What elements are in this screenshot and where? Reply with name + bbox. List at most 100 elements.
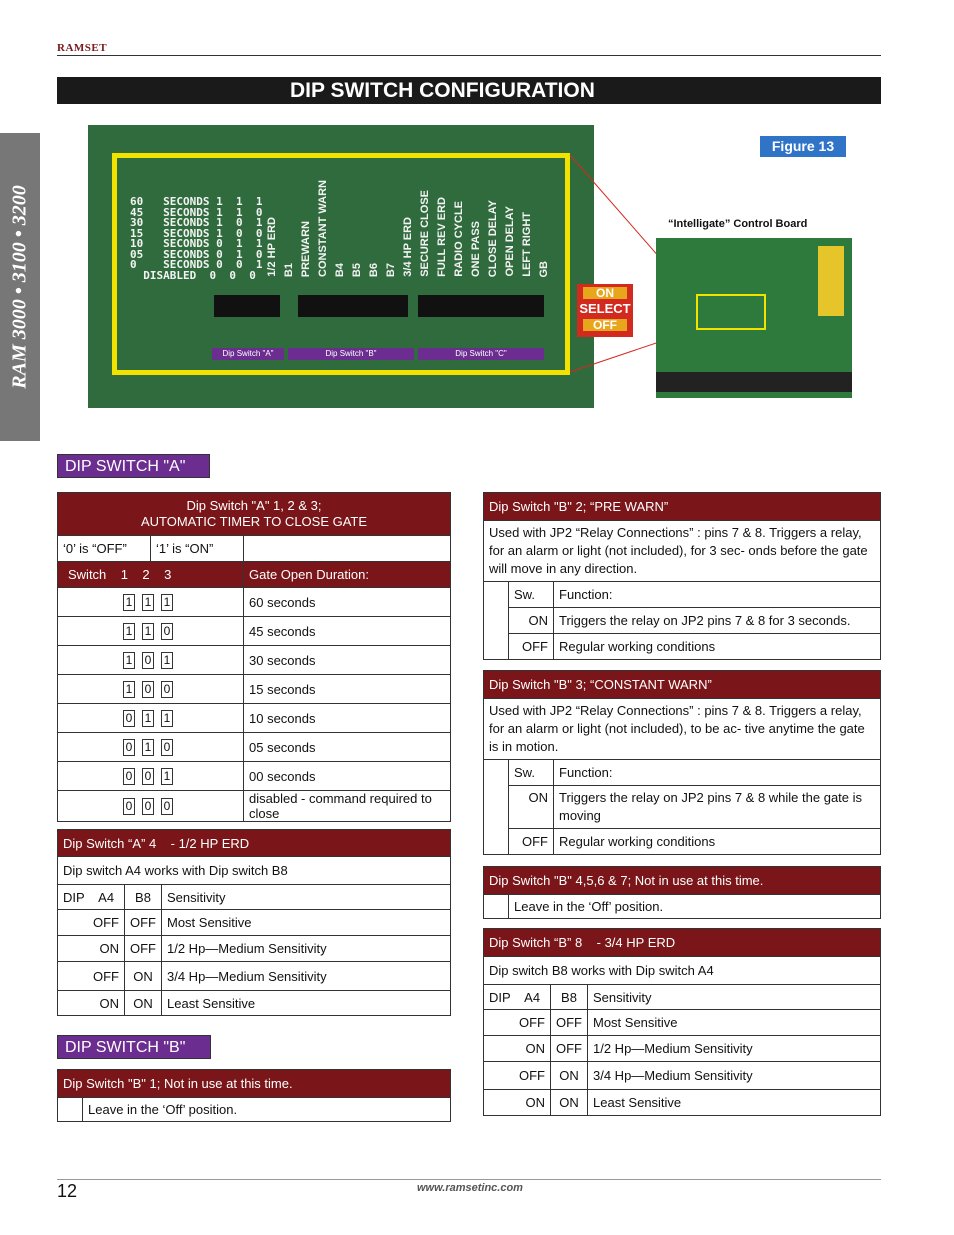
switch-bit-box: 1 [123, 622, 135, 640]
erd-a-note: Dip switch A4 works with Dip switch B8 [57, 856, 451, 885]
duration-cell: 00 seconds [243, 761, 451, 791]
footer-url: www.ramsetinc.com [417, 1182, 523, 1194]
dip-switch-a-block [214, 295, 280, 317]
sensitivity-cell-s: 3/4 Hp—Medium Sensitivity [161, 961, 451, 991]
footer-rule [57, 1179, 881, 1180]
b8-col-sens: Sensitivity [587, 984, 881, 1010]
board-label-c: Dip Switch "C" [418, 348, 544, 360]
duration-cell: 05 seconds [243, 732, 451, 762]
sensitivity-cell-a4: ON [483, 1089, 551, 1116]
sensitivity-cell-a4: ON [483, 1035, 551, 1062]
switch-bit-box: 1 [161, 709, 173, 727]
timer-title-1: Dip Switch "A" 1, 2 & 3; [186, 498, 322, 513]
dip-switch-b-heading: DIP SWITCH "B" [57, 1035, 211, 1059]
b2-col-fn: Function: [553, 581, 881, 608]
on-select-off-graphic: ON SELECT OFF [577, 284, 633, 337]
off-label: OFF [583, 319, 627, 331]
duration-cell: 15 seconds [243, 674, 451, 704]
board-timer-line: 60 SECONDS 1 1 1 [130, 195, 263, 208]
dip-switch-a-heading: DIP SWITCH "A" [57, 454, 210, 478]
b4567-note: Leave in the ‘Off’ position. [508, 894, 881, 919]
duration-cell: 10 seconds [243, 703, 451, 733]
switch-bit-box: 1 [161, 593, 173, 611]
sensitivity-cell-s: 1/2 Hp—Medium Sensitivity [587, 1035, 881, 1062]
b2-description: Used with JP2 “Relay Connections” : pins… [483, 520, 881, 582]
board-timer-line: DISABLED 0 0 0 [130, 268, 256, 282]
one-label: ‘1’ is “ON” [150, 535, 244, 562]
dip-switch-b-block [298, 295, 408, 317]
page-number: 12 [57, 1181, 78, 1201]
b2-off-text: Regular working conditions [553, 633, 881, 660]
figure-label: Figure 13 [760, 136, 846, 157]
control-board-caption: “Intelligate” Control Board [668, 218, 808, 230]
switch-bit-box: 0 [123, 767, 135, 785]
brand-logo: RAMSET [57, 42, 108, 54]
page-title: DIP SWITCH CONFIGURATION [290, 79, 595, 102]
thumbnail-highlight [696, 294, 766, 330]
title-banner: DIP SWITCH CONFIGURATION [57, 77, 881, 104]
board-label-a: Dip Switch "A" [212, 348, 284, 360]
board-timer-line: 30 SECONDS 1 0 1 [130, 216, 263, 229]
sensitivity-cell-a4: OFF [483, 1061, 551, 1090]
b3-title: Dip Switch "B" 3; “CONSTANT WARN” [483, 670, 881, 699]
sensitivity-cell-s: 3/4 Hp—Medium Sensitivity [587, 1061, 881, 1090]
switch-bit-box: 1 [161, 651, 173, 669]
b8-note: Dip switch B8 works with Dip switch A4 [483, 956, 881, 985]
erd-a-table: Dip Switch “A” 4 - 1/2 HP ERD Dip switch… [57, 829, 451, 1016]
b2-title: Dip Switch "B" 2; “PRE WARN” [483, 492, 881, 521]
sensitivity-cell-b8: ON [550, 1089, 588, 1116]
duration-cell: 60 seconds [243, 587, 451, 617]
b3-description: Used with JP2 “Relay Connections” : pins… [483, 698, 881, 760]
board-label-b: Dip Switch "B" [288, 348, 414, 360]
b4567-table: Dip Switch "B" 4,5,6 & 7; Not in use at … [483, 866, 881, 919]
b2-on: ON [508, 607, 554, 634]
board-timer-line: 05 SECONDS 0 1 0 [130, 247, 263, 261]
switch-bit-box: 0 [123, 738, 135, 756]
switch-bit-box: 1 [142, 709, 154, 727]
b2-col-sw: Sw. [508, 581, 554, 608]
sensitivity-cell-s: Most Sensitive [587, 1009, 881, 1036]
b1-table: Dip Switch "B" 1; Not in use at this tim… [57, 1069, 451, 1122]
board-timer-line: 10 SECONDS 0 1 1 [130, 237, 263, 250]
zero-label: ‘0’ is “OFF” [57, 535, 151, 562]
b2-off: OFF [508, 633, 554, 660]
switch-bit-box: 0 [142, 651, 154, 669]
control-board-thumbnail [656, 238, 852, 398]
duration-cell: 30 seconds [243, 645, 451, 675]
erd-a-col-sens: Sensitivity [161, 884, 451, 910]
b3-col-sw: Sw. [508, 759, 554, 786]
highlight-frame [112, 153, 570, 375]
switch-column-header: Switch 1 2 3 [57, 561, 244, 588]
b3-col-fn: Function: [553, 759, 881, 786]
switch-bit-box: 1 [142, 622, 154, 640]
duration-column-header: Gate Open Duration: [243, 561, 451, 588]
sensitivity-cell-s: Least Sensitive [161, 990, 451, 1016]
erd-a-title: Dip Switch “A” 4 - 1/2 HP ERD [57, 829, 451, 857]
sensitivity-cell-b8: OFF [550, 1009, 588, 1036]
on-label: ON [583, 287, 627, 299]
switch-bit-box: 1 [123, 593, 135, 611]
terminal-strip [656, 372, 852, 392]
b4567-title: Dip Switch "B" 4,5,6 & 7; Not in use at … [483, 866, 881, 895]
b1-title: Dip Switch "B" 1; Not in use at this tim… [57, 1069, 451, 1098]
board-timer-line: 15 SECONDS 1 0 0 [130, 226, 263, 240]
board-timer-line: 0 SECONDS 0 0 1 [130, 258, 263, 271]
sensitivity-cell-b8: ON [124, 990, 162, 1016]
relay-component [818, 246, 844, 316]
b2-on-text: Triggers the relay on JP2 pins 7 & 8 for… [553, 607, 881, 634]
select-label: SELECT [579, 301, 631, 316]
b3-off: OFF [508, 828, 554, 855]
switch-bit-box: 1 [161, 767, 173, 785]
switch-bit-box: 0 [142, 680, 154, 698]
dip-switch-c-block [418, 295, 544, 317]
